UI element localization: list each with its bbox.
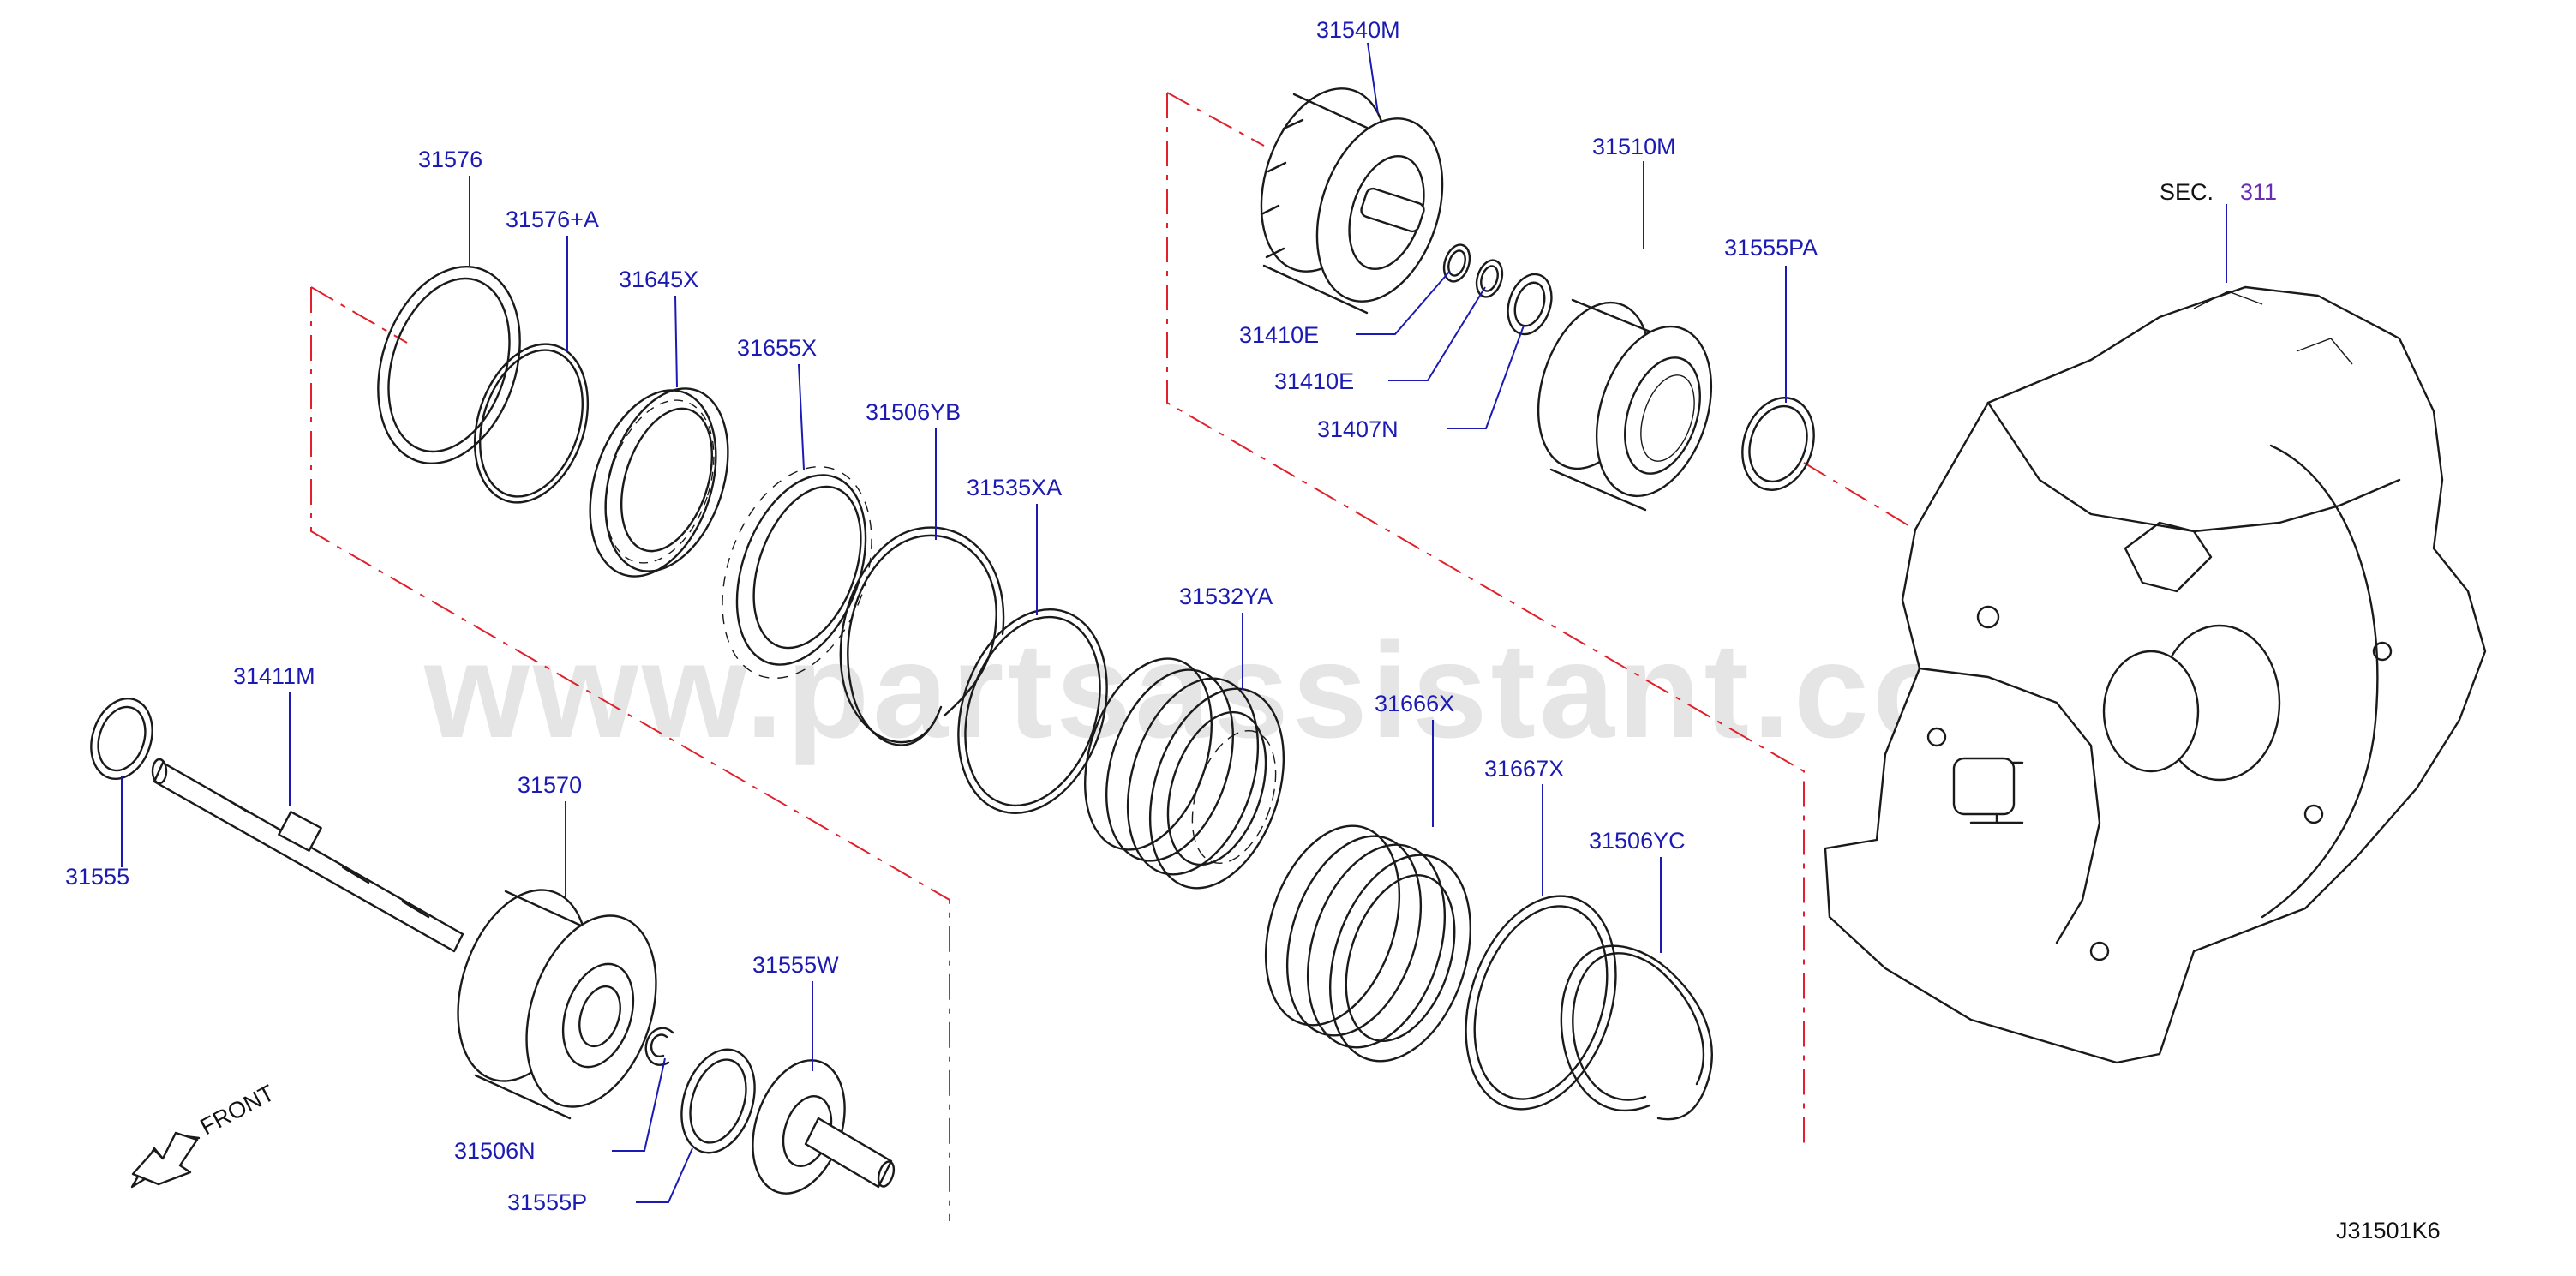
clutch-pack-31532ya [1084, 657, 1285, 890]
washer-31555pa [1741, 397, 1815, 491]
front-direction-arrow-icon [130, 1131, 201, 1189]
section-ref-number: 311 [2240, 179, 2277, 205]
label-31570: 31570 [518, 772, 582, 798]
alignment-lines [310, 92, 1916, 1221]
front-label: FRONT [196, 1080, 279, 1140]
label-31506yb: 31506YB [866, 399, 961, 425]
label-31666x: 31666X [1375, 691, 1454, 716]
plate-31667x [1465, 895, 1617, 1111]
one-way-clutch-31645x [589, 387, 729, 578]
washer-31407n [1507, 273, 1553, 336]
label-31532ya: 31532YA [1179, 584, 1273, 609]
label-31655x: 31655X [737, 335, 817, 361]
label-31411m: 31411M [233, 663, 315, 689]
label-31506yc: 31506YC [1589, 828, 1686, 854]
clutch-pack-31666x [1264, 824, 1472, 1063]
shaft-31411m [151, 758, 464, 953]
watermark: www.partsassistant.com [423, 615, 2082, 766]
ring-31410e-second [1475, 259, 1504, 298]
snap-ring-31576 [377, 266, 521, 464]
drum-31570 [457, 889, 657, 1120]
transmission-housing [1824, 285, 2487, 1064]
bearing-31655x [722, 465, 872, 680]
label-31410e-second: 31410E [1274, 368, 1354, 394]
label-31555: 31555 [65, 864, 129, 890]
drum-31540m [1260, 87, 1444, 315]
drum-31510m [1537, 298, 1713, 512]
label-31555pa: 31555PA [1724, 235, 1818, 261]
label-31645x: 31645X [619, 267, 698, 292]
snap-ring-31535xa [957, 608, 1108, 814]
ring-31410e [1442, 243, 1471, 283]
label-31576: 31576 [418, 147, 482, 172]
part-number-labels: 31576 31576+A 31645X 31655X 31506YB 3153… [65, 17, 1818, 1215]
snap-ring-31506n [644, 1027, 674, 1066]
label-31510m: 31510M [1592, 134, 1676, 159]
label-31540m: 31540M [1316, 17, 1400, 43]
leader-lines [121, 42, 2227, 1203]
figure-code: J31501K6 [2336, 1218, 2441, 1243]
ring-31576-a [473, 343, 590, 504]
label-31667x: 31667X [1484, 756, 1564, 782]
gear-31555w [752, 1059, 896, 1195]
snap-ring-31506yc [1560, 944, 1713, 1121]
label-31506n: 31506N [454, 1138, 536, 1164]
label-31410e: 31410E [1239, 322, 1319, 348]
label-31555p: 31555P [507, 1189, 587, 1215]
label-31407n: 31407N [1317, 416, 1399, 442]
label-31555w: 31555W [752, 952, 839, 978]
washer-31555p [680, 1048, 756, 1154]
label-31576-a: 31576+A [506, 207, 599, 232]
label-31535xa: 31535XA [967, 475, 1062, 500]
snap-ring-31506yb [839, 526, 1005, 746]
section-ref-prefix: SEC. [2160, 179, 2214, 205]
washer-31555 [90, 697, 153, 781]
